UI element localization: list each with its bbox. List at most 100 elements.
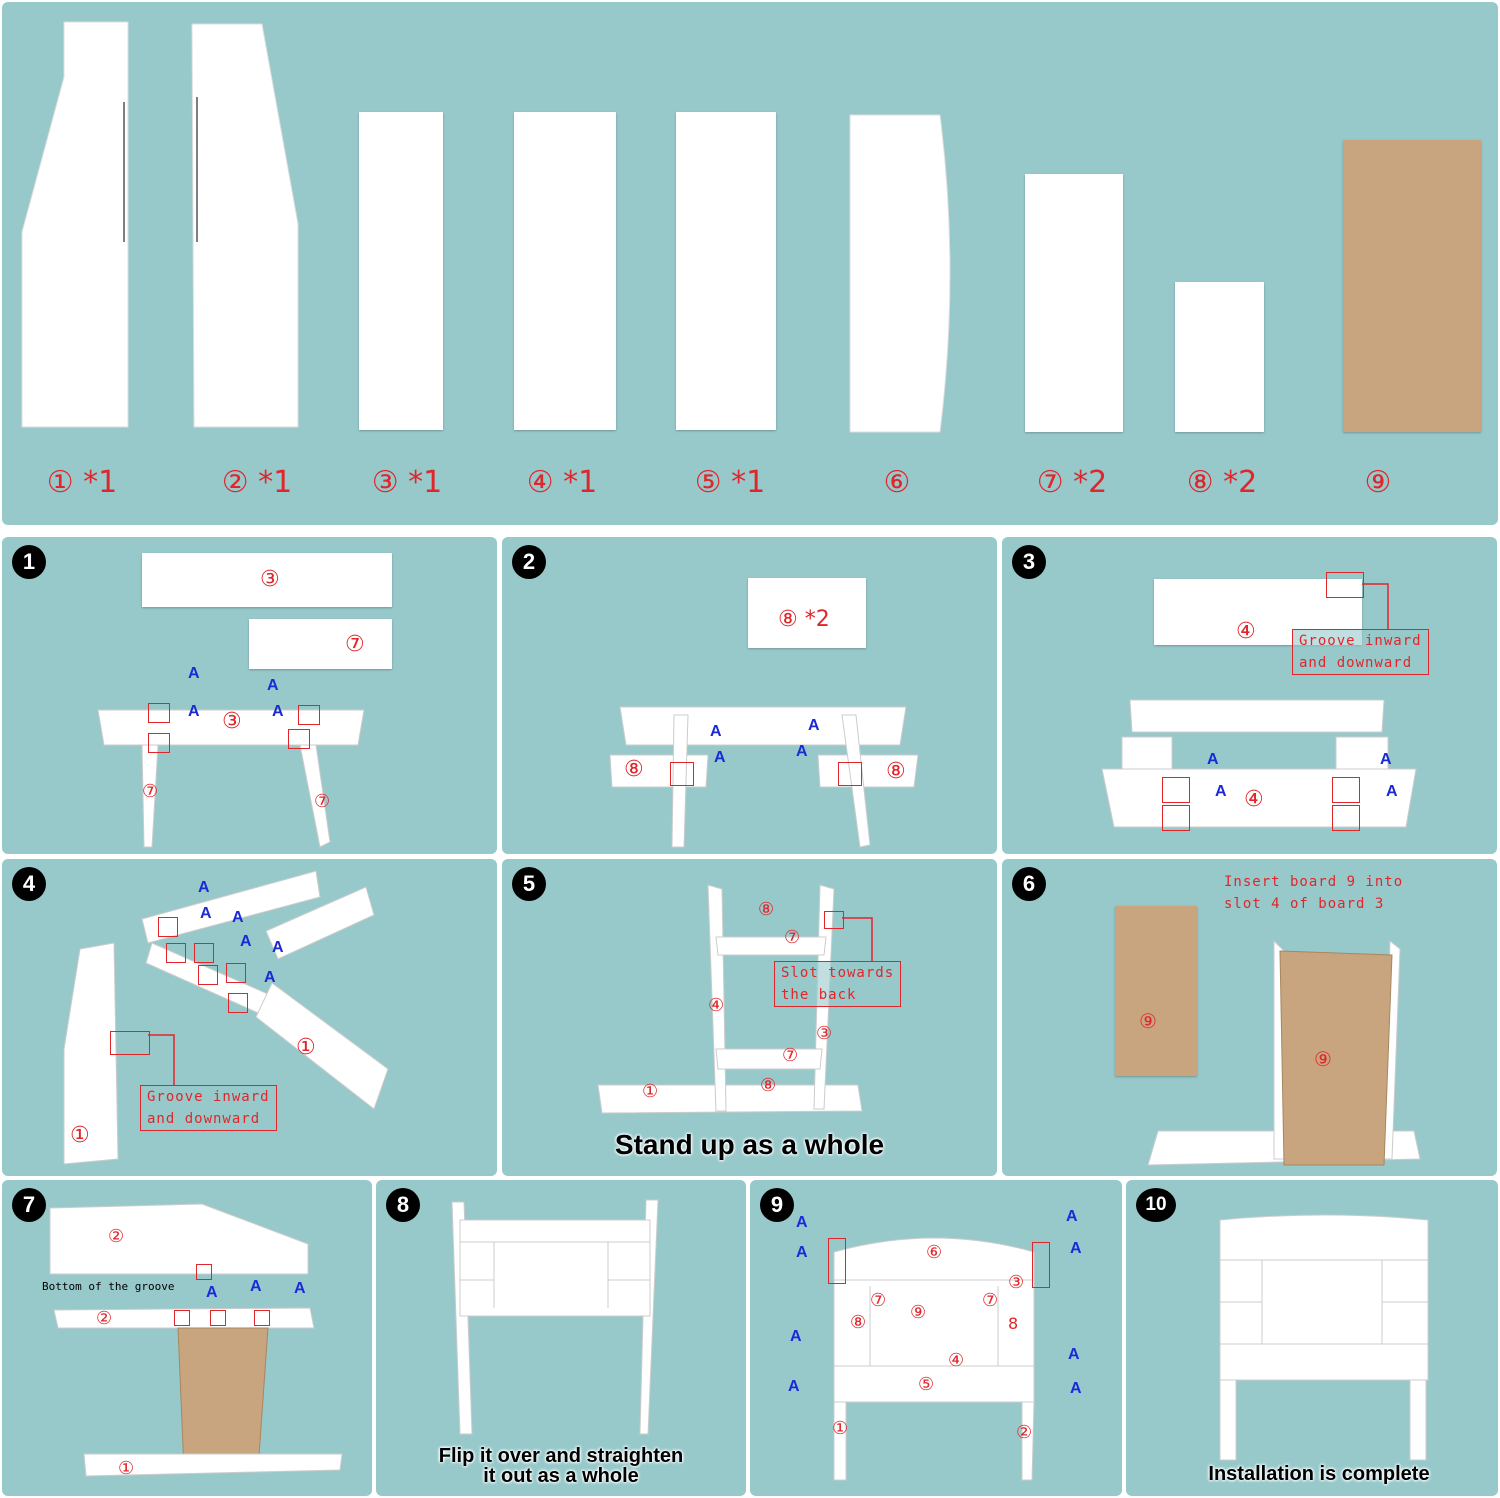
step-9-a-marker: A — [788, 1378, 800, 1395]
step-1-marker-7b: ⑦ — [142, 781, 159, 802]
step-9-a-marker: A — [1070, 1380, 1082, 1397]
step-3-marker-4b: ④ — [1244, 787, 1264, 812]
part-7-board — [1025, 174, 1123, 432]
step-6-marker-9a: ⑨ — [1139, 1009, 1157, 1033]
part-4-board — [514, 112, 616, 430]
step-7-slot-box — [210, 1310, 226, 1326]
step-4-groove-box — [110, 1031, 150, 1055]
step-7-note: Bottom of the groove — [42, 1280, 175, 1293]
step-2-slot-box — [838, 762, 862, 786]
step-6-assembly — [1147, 939, 1421, 1166]
step-9-marker-8a: ⑧ — [850, 1312, 867, 1333]
step-10-panel: 10 Installation is complete — [1126, 1180, 1498, 1496]
step-2-marker-8a: ⑧ — [624, 757, 644, 782]
step-9-panel: 9 ⑥ ③ ⑦ ⑨ ⑦ ⑧ 8 ④ ⑤ ① ② A A A A A A A A — [750, 1180, 1122, 1496]
step-9-marker-7b: ⑦ — [982, 1290, 999, 1311]
step-3-a-marker: A — [1215, 783, 1227, 800]
step-1-board-7 — [249, 619, 392, 669]
step-7-marker-1: ① — [118, 1458, 135, 1479]
step-5-marker-4: ④ — [708, 995, 725, 1016]
step-1-marker-7a: ⑦ — [345, 632, 365, 657]
step-2-marker-8x2: ⑧ *2 — [778, 607, 830, 632]
step-1-panel: 1 ③ ⑦ ③ ⑦ ⑦ A A A A — [2, 537, 497, 854]
step-9-number: 9 — [760, 1188, 794, 1222]
step-6-number: 6 — [1012, 867, 1046, 901]
step-4-slot-box — [228, 993, 248, 1013]
step-9-marker-2: ② — [1016, 1422, 1033, 1443]
step-3-slot-box — [1162, 805, 1190, 831]
step-1-board-3 — [142, 553, 392, 607]
step-4-a-marker: A — [198, 879, 210, 896]
part-1-board — [21, 21, 951, 433]
part-3-label: ③ *1 — [371, 465, 443, 500]
part-4-label: ④ *1 — [526, 465, 598, 500]
step-6-marker-9b: ⑨ — [1314, 1047, 1332, 1071]
step-7-a-marker: A — [206, 1284, 218, 1301]
step-4-number: 4 — [12, 867, 46, 901]
step-2-number: 2 — [512, 545, 546, 579]
step-1-slot-box — [148, 733, 170, 753]
step-7-slot-box — [174, 1310, 190, 1326]
step-5-marker-7b: ⑦ — [782, 1045, 799, 1066]
step-5-number: 5 — [512, 867, 546, 901]
step-4-slot-box — [198, 965, 218, 985]
step-5-marker-3: ③ — [816, 1023, 833, 1044]
step-10-assembly — [1219, 1214, 1429, 1461]
step-2-a-marker: A — [808, 717, 820, 734]
step-1-marker-3a: ③ — [260, 567, 280, 592]
part-1-label: ① *1 — [46, 465, 118, 500]
step-3-slot-box — [1332, 777, 1360, 803]
step-8-assembly — [451, 1199, 659, 1435]
step-6-board-9-loose — [1115, 906, 1197, 1076]
step-9-marker-7a: ⑦ — [870, 1290, 887, 1311]
step-7-slot-box — [254, 1310, 270, 1326]
step-9-marker-5: ⑤ — [918, 1374, 935, 1395]
step-7-slot-box — [196, 1264, 212, 1280]
step-3-a-marker: A — [1380, 751, 1392, 768]
step-9-slot-box — [1032, 1242, 1050, 1288]
parts-panel: ① *1 ② *1 ③ *1 ④ *1 ⑤ *1 ⑥ ⑦ *2 ⑧ *2 ⑨ — [2, 2, 1498, 525]
step-9-marker-4: ④ — [948, 1350, 965, 1371]
step-3-slot-box — [1162, 777, 1190, 803]
step-4-slot-box — [226, 963, 246, 983]
step-9-marker-3: ③ — [1008, 1272, 1025, 1293]
step-8-number: 8 — [386, 1188, 420, 1222]
part-5-label: ⑤ *1 — [694, 465, 766, 500]
step-3-groove-box — [1326, 572, 1364, 598]
step-9-slot-box — [828, 1238, 846, 1284]
part-8-label: ⑧ *2 — [1186, 465, 1258, 500]
step-7-a-marker: A — [294, 1280, 306, 1297]
step-9-a-marker: A — [790, 1328, 802, 1345]
step-2-a-marker: A — [710, 723, 722, 740]
step-10-caption: Installation is complete — [1208, 1463, 1430, 1485]
step-9-a-marker: A — [796, 1214, 808, 1231]
step-5-marker-8b: ⑧ — [760, 1075, 777, 1096]
step-2-board-8 — [748, 578, 866, 648]
step-2-panel: 2 ⑧ *2 ⑧ ⑧ A A A A — [502, 537, 997, 854]
step-9-marker-8b: 8 — [1008, 1314, 1019, 1333]
part-6-label: ⑥ — [883, 465, 911, 500]
step-2-assembly — [609, 706, 919, 848]
step-4-slot-box — [158, 917, 178, 937]
step-3-slot-box — [1332, 805, 1360, 831]
step-7-marker-2a: ② — [108, 1226, 125, 1247]
step-1-slot-box — [288, 729, 310, 749]
step-5-slot-box — [824, 911, 844, 929]
step-3-marker-4a: ④ — [1236, 619, 1256, 644]
step-4-a-marker: A — [240, 933, 252, 950]
step-4-slot-box — [166, 943, 186, 963]
step-1-marker-3b: ③ — [222, 709, 242, 734]
step-7-panel: 7 ② ② ① Bottom of the groove A A A — [2, 1180, 372, 1496]
step-4-marker-1b: ① — [70, 1123, 90, 1148]
step-2-a-marker: A — [714, 749, 726, 766]
step-9-a-marker: A — [1066, 1208, 1078, 1225]
step-2-marker-8b: ⑧ — [886, 759, 906, 784]
step-1-a-marker: A — [267, 677, 279, 694]
step-1-slot-box — [298, 705, 320, 725]
step-5-marker-1: ① — [642, 1081, 659, 1102]
